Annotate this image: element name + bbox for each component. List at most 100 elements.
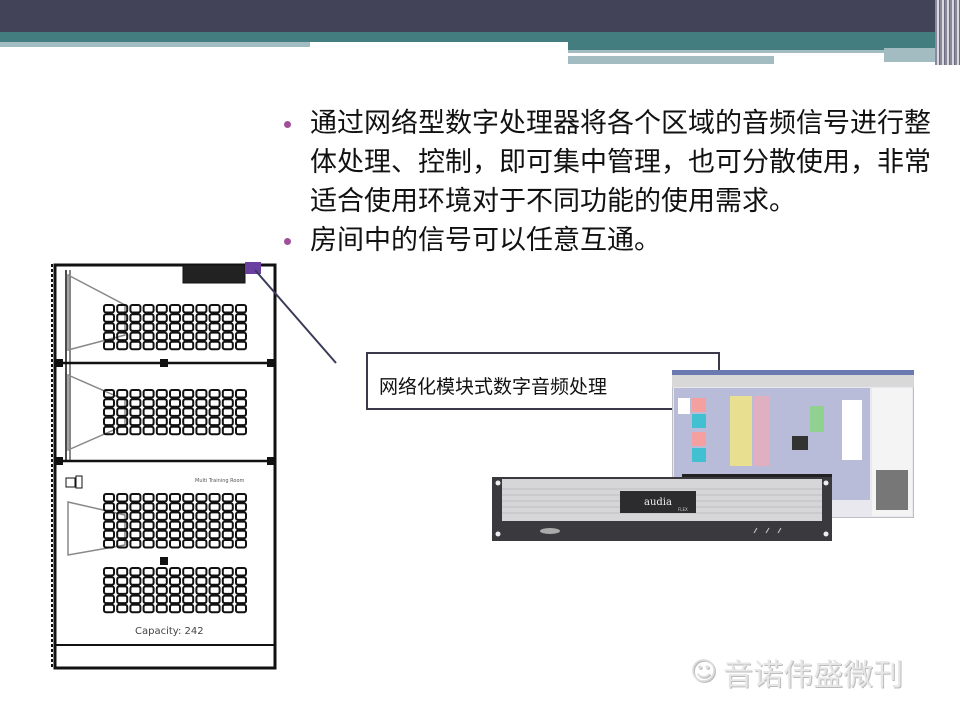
seat [195, 389, 208, 399]
seat [142, 425, 155, 436]
seat [235, 594, 247, 605]
seat [116, 603, 129, 614]
seat [208, 331, 221, 342]
seat [103, 529, 115, 540]
seat [182, 511, 195, 521]
seat [116, 594, 129, 605]
seat [103, 576, 115, 586]
seat [235, 567, 247, 577]
seat [129, 567, 142, 577]
seat [142, 502, 155, 512]
seat [208, 340, 221, 351]
seat [195, 322, 208, 332]
seat [235, 576, 247, 586]
seat [103, 416, 115, 427]
seat [103, 502, 115, 512]
bullet-item: 房间中的信号可以任意互通。 [284, 221, 934, 260]
wechat-icon: ☺ [690, 657, 718, 687]
seat [182, 425, 195, 436]
seat [182, 529, 195, 540]
seat [235, 502, 247, 512]
seat [142, 603, 155, 614]
seat [155, 576, 168, 586]
seat [129, 511, 142, 521]
seat [208, 493, 221, 503]
seat [208, 398, 221, 408]
seat [129, 398, 142, 408]
capacity-label: Capacity: 242 [135, 626, 204, 637]
seat [155, 389, 168, 399]
watermark: ☺ 音诺伟盛微刊 [690, 650, 903, 694]
seat [155, 322, 168, 332]
seat [155, 304, 168, 314]
seat [221, 576, 234, 586]
seat [169, 520, 181, 531]
seat [235, 322, 247, 332]
seat [129, 304, 142, 314]
seat [103, 511, 115, 521]
seat [103, 340, 115, 351]
seat [235, 603, 247, 614]
seat [142, 539, 155, 549]
seat [169, 340, 181, 351]
seat [235, 425, 247, 436]
seat [182, 313, 195, 323]
seat [221, 567, 234, 577]
seat [116, 576, 129, 586]
seat [195, 594, 208, 605]
seat [142, 389, 155, 399]
seat [155, 493, 168, 503]
seat [155, 511, 168, 521]
seat [169, 322, 181, 332]
seat [155, 502, 168, 512]
seat [155, 425, 168, 436]
seat [235, 407, 247, 417]
seat [155, 529, 168, 540]
header-light-stripe [568, 56, 774, 64]
seat [182, 594, 195, 605]
seat [155, 340, 168, 351]
seat [142, 511, 155, 521]
seat [169, 407, 181, 417]
seat [235, 493, 247, 503]
audia-flex-device: audia FLEX [492, 477, 832, 541]
seat [142, 398, 155, 408]
seat [208, 322, 221, 332]
seat [142, 304, 155, 314]
seat [169, 576, 181, 586]
seat [103, 313, 115, 323]
seat [221, 313, 234, 323]
seat [208, 502, 221, 512]
seat [182, 567, 195, 577]
seat [103, 594, 115, 605]
seat [129, 416, 142, 427]
seat [103, 520, 115, 531]
header-accent-stripe [0, 32, 960, 42]
seat [221, 304, 234, 314]
seat [221, 398, 234, 408]
device-brand: audia [644, 497, 672, 508]
seat [129, 331, 142, 342]
seat [195, 416, 208, 427]
seat [129, 529, 142, 540]
seat-grid [103, 304, 247, 614]
seat [155, 407, 168, 417]
header-light-stripe [568, 50, 884, 53]
seat [208, 539, 221, 549]
header-accent-stripe [568, 42, 960, 50]
seat [221, 594, 234, 605]
seat [116, 340, 129, 351]
seat [129, 407, 142, 417]
seat [169, 603, 181, 614]
seat [235, 398, 247, 408]
seat [182, 304, 195, 314]
seat [169, 331, 181, 342]
seat [208, 425, 221, 436]
seat [103, 425, 115, 436]
seat [129, 585, 142, 595]
seat [116, 304, 129, 314]
floor-plan: Multi Training Room Capacity: 242 [51, 262, 337, 670]
seat [235, 313, 247, 323]
seat [169, 493, 181, 503]
seat [155, 416, 168, 427]
